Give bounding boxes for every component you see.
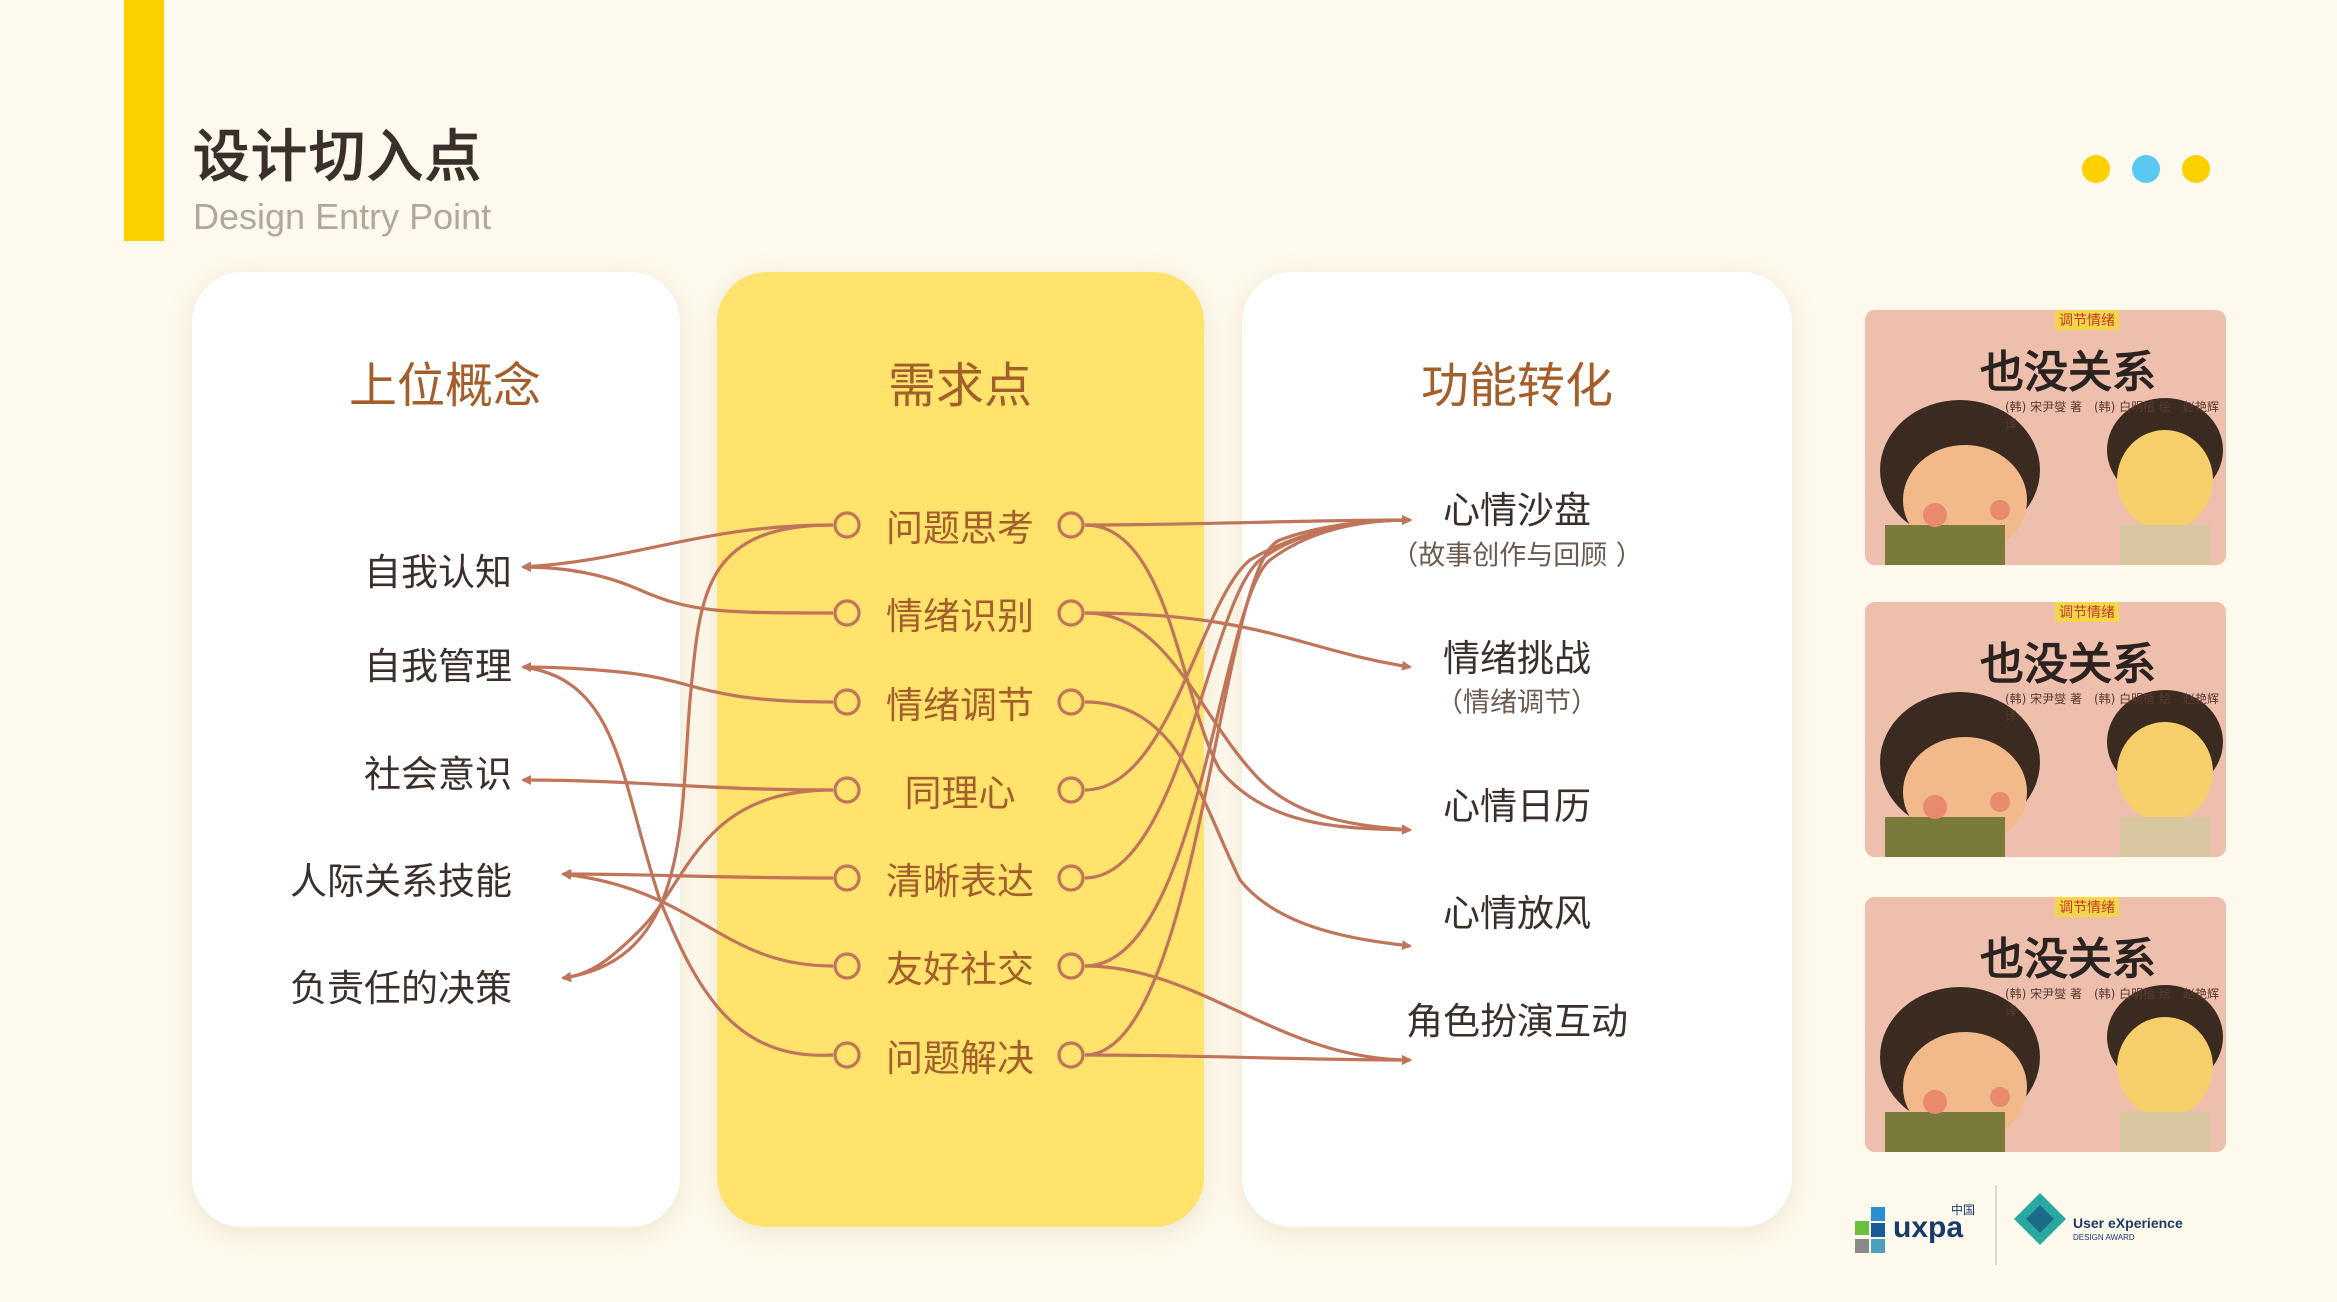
award-logo-icon — [2014, 1193, 2066, 1245]
book-title: 也没关系 — [1980, 347, 2156, 398]
need-item: 同理心 — [904, 772, 1016, 815]
function-item: 角色扮演互动 — [1406, 1000, 1628, 1043]
decor-dots — [2082, 155, 2212, 185]
need-item: 清晰表达 — [886, 860, 1034, 903]
book-title: 也没关系 — [1980, 934, 2156, 985]
column-title-middle: 需求点 — [887, 358, 1033, 414]
left-item: 自我管理 — [364, 645, 512, 688]
function-item: 心情放风 — [1443, 892, 1591, 935]
page-title: 设计切入点 — [193, 125, 483, 190]
book-cover: 调节情绪 也没关系 (韩) 宋尹燮 著 (韩) 白明植 绘 赵艳辉 译 — [1865, 310, 2226, 565]
need-item: 问题解决 — [886, 1037, 1034, 1080]
book-cover: 调节情绪 也没关系 (韩) 宋尹燮 著 (韩) 白明植 绘 赵艳辉 译 — [1865, 897, 2226, 1152]
uxpa-logo-text: uxpa — [1893, 1211, 1964, 1244]
function-subtitle: （故事创作与回顾 ） — [1391, 540, 1643, 572]
uxpa-logo-cn: 中国 — [1951, 1203, 1976, 1217]
award-logo-line1: User eXperience — [2073, 1215, 2183, 1231]
column-title-left: 上位概念 — [348, 358, 542, 414]
logo-divider — [1995, 1185, 1997, 1265]
book-illustration — [1865, 897, 2226, 1152]
award-logo-line2: DESIGN AWARD — [2073, 1233, 2135, 1242]
left-item: 负责任的决策 — [290, 967, 512, 1010]
dot-yellow-1 — [2082, 155, 2110, 183]
book-title: 也没关系 — [1980, 639, 2156, 690]
function-item: 心情沙盘 — [1443, 489, 1591, 532]
function-item: 心情日历 — [1443, 785, 1591, 828]
book-tag: 调节情绪 — [2055, 897, 2119, 917]
book-illustration — [1865, 310, 2226, 565]
dot-yellow-2 — [2182, 155, 2210, 183]
need-item: 问题思考 — [886, 507, 1034, 550]
left-item: 自我认知 — [364, 551, 512, 594]
uxpa-logo-icon — [1855, 1207, 1885, 1253]
book-credit: (韩) 宋尹燮 著 (韩) 白明植 绘 赵艳辉 译 — [2005, 987, 2219, 1018]
need-item: 情绪调节 — [886, 684, 1034, 727]
page-subtitle: Design Entry Point — [193, 196, 492, 237]
function-item: 情绪挑战 — [1443, 637, 1591, 680]
dot-blue — [2132, 155, 2160, 183]
column-title-right: 功能转化 — [1420, 358, 1614, 414]
left-item: 人际关系技能 — [290, 860, 512, 903]
left-item: 社会意识 — [364, 753, 512, 796]
function-subtitle: （情绪调节） — [1436, 687, 1598, 719]
book-credit: (韩) 宋尹燮 著 (韩) 白明植 绘 赵艳辉 译 — [2005, 400, 2219, 431]
need-item: 情绪识别 — [886, 595, 1034, 638]
footer-logos: uxpa 中国 User eXperience DESIGN AWARD — [1845, 1185, 2205, 1265]
book-illustration — [1865, 602, 2226, 857]
book-credit: (韩) 宋尹燮 著 (韩) 白明植 绘 赵艳辉 译 — [2005, 692, 2219, 723]
book-tag: 调节情绪 — [2055, 602, 2119, 622]
need-item: 友好社交 — [886, 948, 1034, 991]
book-tag: 调节情绪 — [2055, 310, 2119, 330]
accent-bar — [124, 0, 164, 241]
book-cover: 调节情绪 也没关系 (韩) 宋尹燮 著 (韩) 白明植 绘 赵艳辉 译 — [1865, 602, 2226, 857]
